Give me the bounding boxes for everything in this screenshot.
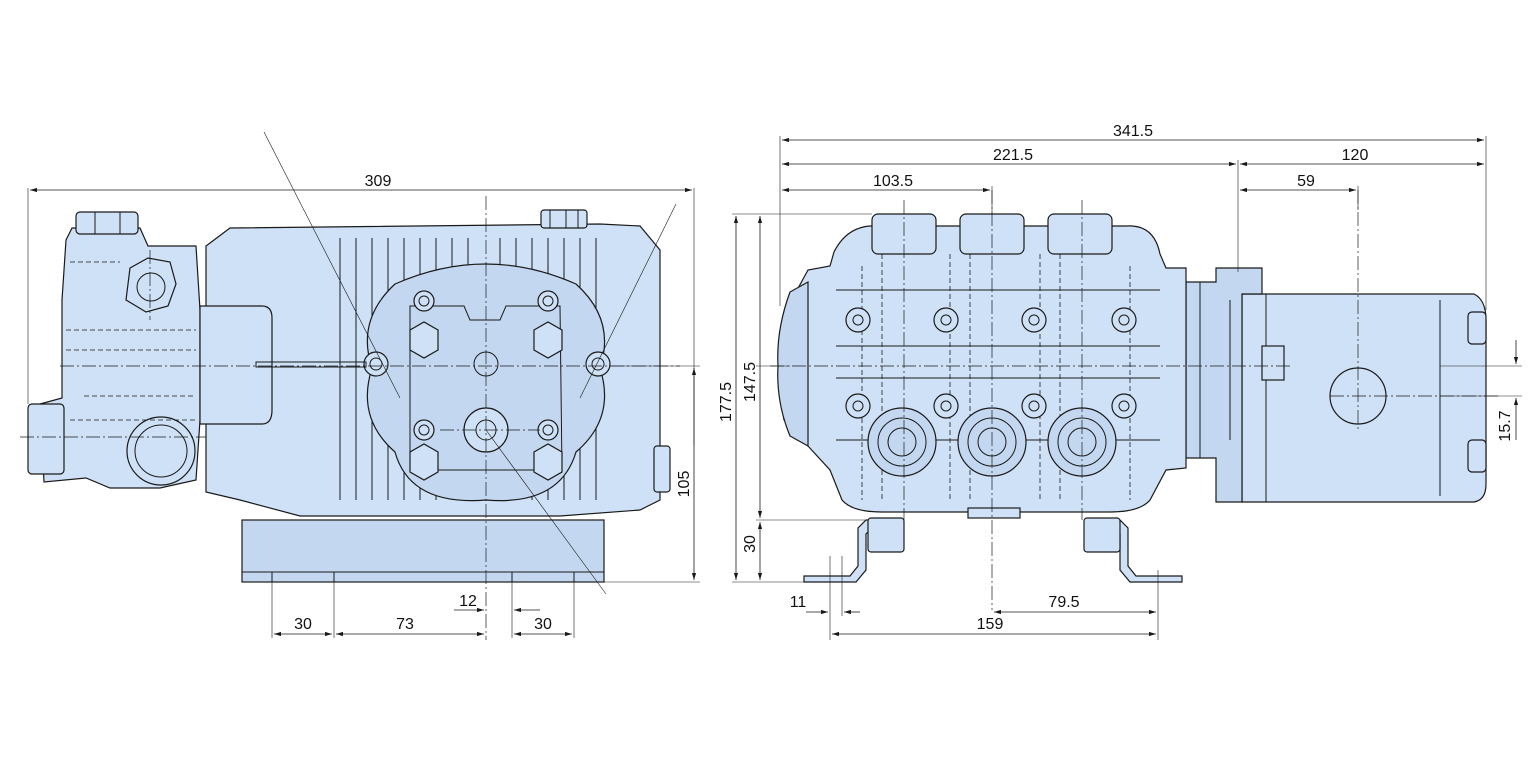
dim-foot-height: 30 [742, 535, 759, 553]
dim-overall-length: 309 [365, 173, 392, 190]
dim-motor-length: 120 [1342, 147, 1369, 164]
dim-foot-half-span: 79.5 [1048, 594, 1079, 611]
end-view: 341.5 221.5 120 103.5 59 177.5 147.5 30 … [718, 123, 1522, 640]
dim-foot-span: 159 [977, 616, 1004, 633]
dim-pump-length: 221.5 [993, 147, 1033, 164]
top-cap [75, 211, 139, 235]
left-foot [803, 519, 873, 583]
outlet-port [126, 416, 196, 486]
dim-inlet-position: 103.5 [873, 173, 913, 190]
base-plate [241, 519, 605, 583]
valve-cap-3 [1047, 213, 1113, 255]
right-foot [1113, 519, 1183, 583]
side-plug [653, 445, 671, 493]
dim-motor-center: 59 [1297, 173, 1315, 190]
pump-bolts [845, 307, 1137, 419]
side-view: 309 105 30 73 12 30 [20, 131, 700, 640]
dim-foot-slot: 11 [790, 594, 807, 611]
cover-bolts [363, 290, 611, 481]
dim-total-length: 341.5 [1113, 123, 1153, 140]
dim-shaft-height: 147.5 [742, 362, 759, 402]
left-port [27, 403, 65, 475]
dim-total-height: 177.5 [718, 382, 735, 422]
dim-foot-spacing: 73 [396, 616, 414, 633]
dim-shaft-offset: 15.7 [1497, 410, 1514, 441]
dim-foot-left: 30 [294, 616, 312, 633]
dim-offset: 12 [459, 593, 477, 610]
dim-foot-right: 30 [534, 616, 552, 633]
motor-flange [1185, 267, 1263, 503]
plug-hex [125, 257, 177, 313]
dim-height: 105 [676, 471, 693, 498]
oil-cap [540, 209, 588, 229]
